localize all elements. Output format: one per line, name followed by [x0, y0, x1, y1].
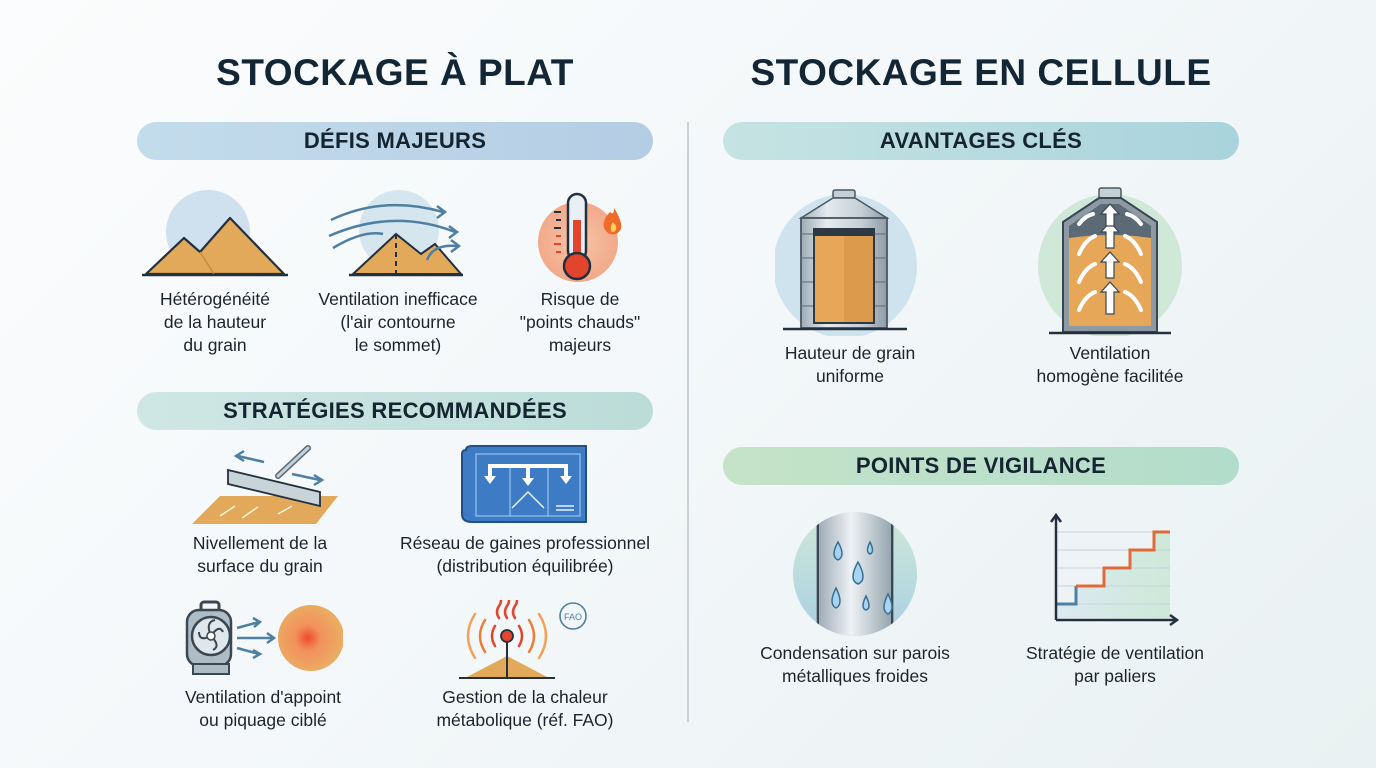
- metabolic-heat-fao-icon: FAO: [459, 600, 587, 679]
- step-chart-ventilation-icon: [1050, 512, 1180, 627]
- vigilance-item: Condensation sur parois métalliques froi…: [735, 512, 975, 688]
- challenge-item: Ventilation inefficace (l'air contourne …: [298, 190, 498, 357]
- vigilance-item: Stratégie de ventilation par paliers: [1000, 512, 1230, 688]
- strategy-item: FAO Gestion de la chaleur métabolique (r…: [410, 600, 640, 732]
- uneven-grain-piles-icon: [142, 190, 288, 277]
- condensation-metal-wall-icon: [793, 512, 917, 636]
- duct-network-blueprint-icon: [461, 445, 587, 523]
- vigilance-label: Condensation sur parois métalliques froi…: [760, 643, 950, 686]
- strategy-item: Réseau de gaines professionnel (distribu…: [380, 444, 670, 578]
- page-title-silo-storage: STOCKAGE EN CELLULE: [750, 52, 1212, 93]
- svg-text:FAO: FAO: [564, 612, 582, 622]
- silo-uniform-grain-icon: [775, 189, 917, 336]
- air-bypass-pile-icon: [328, 190, 464, 277]
- advantage-item: Ventilation homogène facilitée: [1010, 186, 1210, 388]
- advantage-label: Hauteur de grain uniforme: [784, 343, 916, 386]
- challenge-label: Ventilation inefficace (l'air contourne …: [318, 289, 478, 355]
- challenge-item: Risque de "points chauds" majeurs: [505, 190, 655, 357]
- fan-targeted-ventilation-icon: [185, 600, 343, 675]
- divider: [687, 122, 689, 722]
- silo-airflow-arrows-icon: [1038, 187, 1182, 336]
- advantage-item: Hauteur de grain uniforme: [750, 186, 950, 388]
- strategy-label: Gestion de la chaleur métabolique (réf. …: [436, 687, 614, 730]
- strategy-item: Nivellement de la surface du grain: [165, 444, 355, 578]
- section-heading-challenges: DÉFIS MAJEURS: [137, 122, 653, 160]
- challenge-label: Risque de "points chauds" majeurs: [519, 289, 641, 355]
- strategy-item: Ventilation d'appoint ou piquage ciblé: [158, 600, 368, 732]
- grain-leveling-rake-icon: [192, 445, 338, 524]
- vigilance-label: Stratégie de ventilation par paliers: [1025, 643, 1205, 686]
- strategy-label: Ventilation d'appoint ou piquage ciblé: [184, 687, 342, 730]
- challenge-label: Hétérogénéité de la hauteur du grain: [160, 289, 270, 355]
- strategy-label: Réseau de gaines professionnel (distribu…: [399, 533, 651, 576]
- challenge-item: Hétérogénéité de la hauteur du grain: [130, 190, 300, 357]
- strategy-label: Nivellement de la surface du grain: [192, 533, 328, 576]
- advantage-label: Ventilation homogène facilitée: [1036, 343, 1184, 386]
- section-heading-vigilance: POINTS DE VIGILANCE: [723, 447, 1239, 485]
- thermometer-fire-icon: [538, 192, 622, 282]
- section-heading-strategies: STRATÉGIES RECOMMANDÉES: [137, 392, 653, 430]
- section-heading-advantages: AVANTAGES CLÉS: [723, 122, 1239, 160]
- page-title-flat-storage: STOCKAGE À PLAT: [216, 52, 574, 93]
